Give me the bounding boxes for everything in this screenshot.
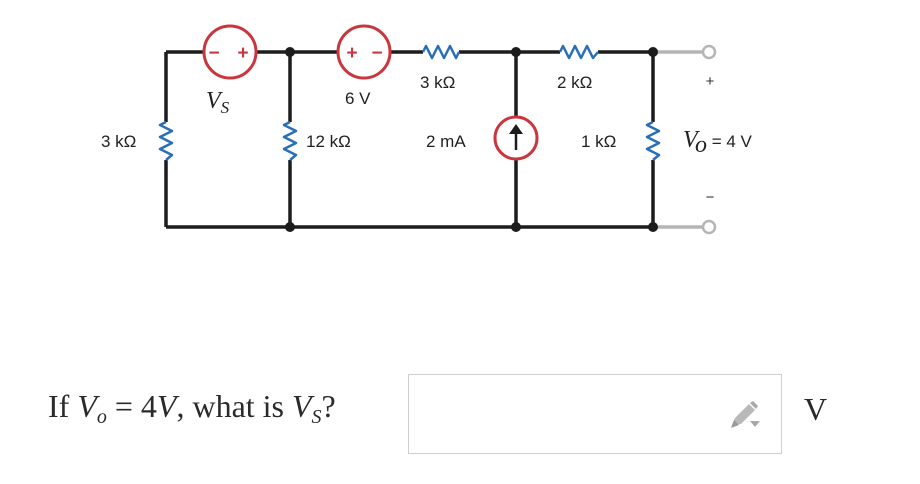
voltage-source-6v <box>336 24 392 80</box>
label-r-top-right: 2 kΩ <box>557 73 592 92</box>
vs-plus-sign: + <box>237 43 248 64</box>
junction-dots <box>285 47 658 232</box>
pencil-icon[interactable] <box>728 401 764 431</box>
label-vs: VS <box>206 88 230 117</box>
label-current-source: 2 mA <box>426 132 466 151</box>
label-r-right: 1 kΩ <box>581 132 616 151</box>
terminal-bottom <box>701 219 717 235</box>
v6-minus-sign: − <box>371 43 382 64</box>
label-r-middle: 12 kΩ <box>306 132 351 151</box>
resistor-top-right <box>558 44 599 60</box>
output-terminal-leads <box>653 50 703 229</box>
question-text: If Vo = 4V, what is VS? <box>48 388 336 428</box>
unit-label: V <box>804 391 828 427</box>
resistor-top-middle <box>421 44 461 60</box>
answer-input[interactable] <box>417 383 711 445</box>
label-r-left: 3 kΩ <box>101 132 136 151</box>
label-6v: 6 V <box>345 89 371 108</box>
resistor-right <box>645 120 661 161</box>
v6-plus-sign: + <box>346 43 357 64</box>
resistor-middle <box>282 120 298 161</box>
answer-input-box[interactable] <box>408 374 782 454</box>
resistor-left <box>158 120 174 161</box>
circuit-diagram: − + + − 3 kΩ 12 kΩ 3 kΩ 2 kΩ 2 mA 1 kΩ 6… <box>101 24 753 235</box>
terminal-top <box>701 44 717 60</box>
circuit-wires <box>164 50 655 229</box>
output-minus-sign: − <box>706 189 715 206</box>
voltage-source-vs <box>202 24 258 80</box>
label-vo: Vo = 4 V <box>683 127 753 158</box>
label-r-top-middle: 3 kΩ <box>420 73 455 92</box>
output-plus-sign: + <box>706 73 715 90</box>
current-arrow-icon <box>509 124 523 150</box>
vs-minus-sign: − <box>208 43 219 64</box>
